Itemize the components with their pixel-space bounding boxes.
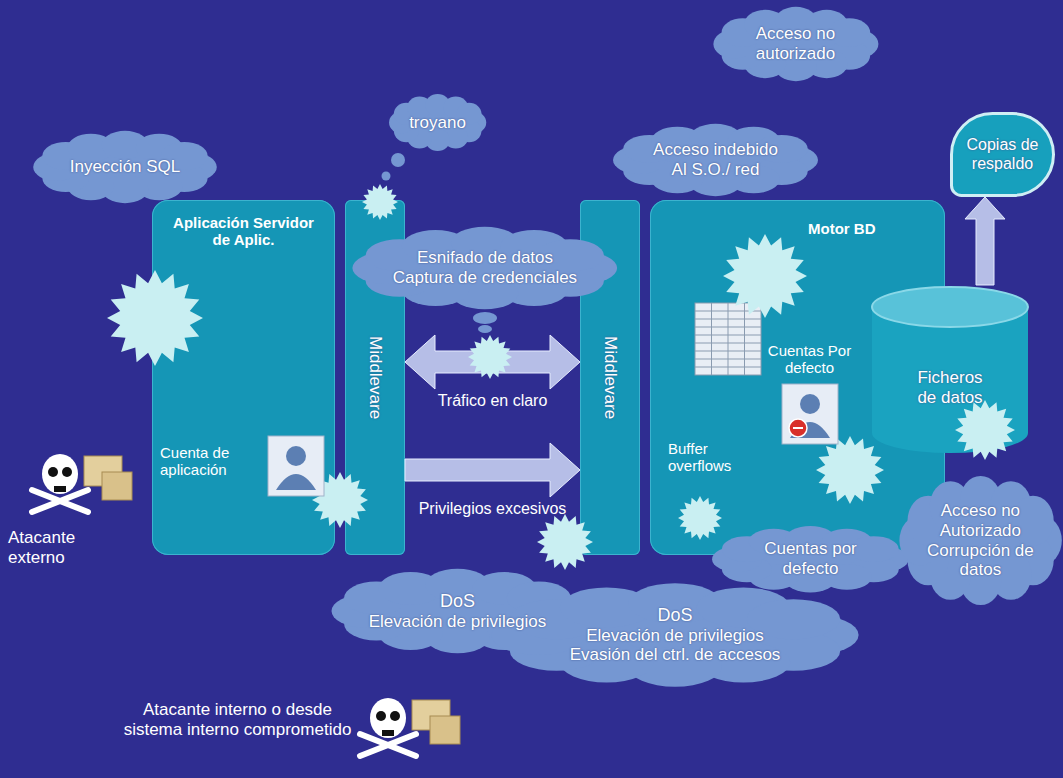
attacker-label: Atacante interno o desde sistema interno… [120, 700, 355, 739]
node-text: Esnifado de datos [417, 248, 553, 268]
threat-cloud: Esnifado de datosCaptura de credenciales [355, 228, 615, 308]
fat-arrow [405, 443, 580, 497]
attacker-icon [360, 698, 460, 756]
threat-starburst [955, 400, 1015, 460]
threat-cloud: Acceso no autorizado [715, 8, 877, 80]
node-text: DoS [440, 591, 475, 612]
node-text: Elevación de privilegios Evasión del ctr… [559, 626, 791, 665]
node-text: Cuentas por defecto [740, 539, 880, 578]
user-account-icon [268, 436, 324, 496]
threat-cloud: troyano [390, 95, 485, 150]
node-text: Acceso no autorizado [739, 24, 851, 63]
node-text: Copias de respaldo [958, 136, 1048, 173]
threat-cloud: Acceso no Autorizado Corrupción de datos [901, 478, 1060, 603]
cloud-bubble [391, 153, 405, 167]
threat-starburst [468, 335, 512, 379]
threat-cloud: DoSElevación de privilegios Evasión del … [495, 585, 855, 685]
table-icon [695, 303, 761, 375]
node-text: Buffer overflows [668, 440, 740, 475]
node-text: Acceso indebido Al S.O./ red [646, 140, 786, 179]
cloud-bubble [382, 172, 391, 181]
panel-title: Aplicación Servidor de Aplic. [172, 214, 315, 249]
application-server-panel: Aplicación Servidor de Aplic. Cuenta de a… [152, 200, 335, 555]
node-text: Cuentas Por defecto [762, 342, 857, 377]
fat-arrow [965, 197, 1005, 285]
threat-starburst [678, 496, 722, 540]
threat-starburst [537, 514, 593, 570]
node-text: troyano [409, 113, 466, 133]
node-text: DoS [657, 605, 692, 626]
threat-starburst [107, 270, 203, 366]
attacker-icon [32, 454, 132, 512]
cloud-bubble [478, 325, 492, 333]
cloud-bubble [473, 312, 497, 324]
attacker-label: Atacante externo [8, 528, 100, 567]
threat-starburst [362, 184, 398, 220]
threat-starburst [723, 234, 807, 318]
node-text: Cuenta de aplicación [160, 444, 255, 479]
node-text: Inyección SQL [70, 157, 181, 177]
node-text: Middlevare [365, 336, 385, 419]
edge-label: Privilegios excesivos [419, 500, 567, 518]
threat-cloud: Cuentas por defecto [714, 527, 907, 591]
user-account-icon [782, 384, 838, 444]
edge-label: Tráfico en claro [438, 392, 548, 410]
fat-arrow [405, 335, 580, 389]
threat-starburst [816, 436, 884, 504]
node-text: Middlevare [600, 336, 620, 419]
threat-cloud: Acceso indebido Al S.O./ red [615, 125, 816, 195]
backup-bubble: Copias de respaldo [950, 112, 1055, 197]
panel-title: Motor BD [808, 220, 876, 237]
node-text: Ficheros de datos [909, 368, 991, 407]
threat-cloud: Inyección SQL [35, 132, 215, 202]
node-text: Elevación de privilegios [369, 612, 547, 632]
node-text: Captura de credenciales [393, 268, 577, 288]
node-text: Acceso no Autorizado Corrupción de datos [925, 501, 1035, 579]
